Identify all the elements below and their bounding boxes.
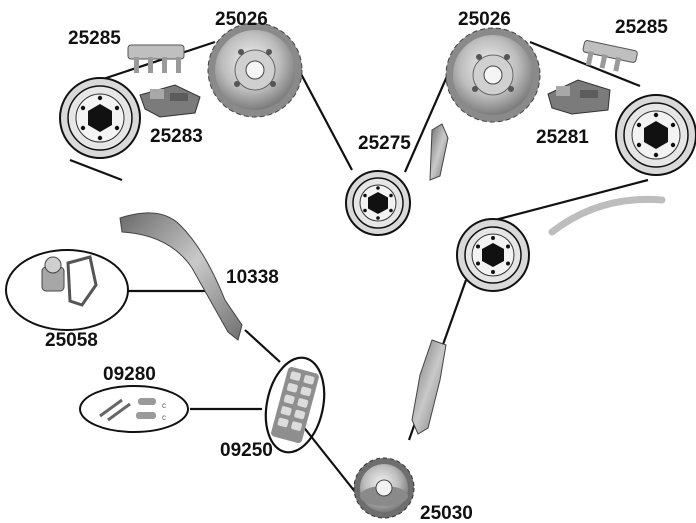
pulley-idler-icon xyxy=(456,218,530,292)
chain-callout xyxy=(264,356,326,454)
label-tensioner-unit: 25058 xyxy=(45,330,98,351)
tensioner-right-icon xyxy=(547,79,611,115)
tensioner-unit-icon xyxy=(41,255,98,307)
guide-rail-faint-icon xyxy=(548,195,666,236)
svg-text:c: c xyxy=(162,401,166,410)
link-kit-callout xyxy=(79,385,189,433)
guide-rail-right-icon xyxy=(411,339,447,435)
label-chain: 09250 xyxy=(220,440,273,461)
chain-icon xyxy=(271,366,319,444)
sprocket-left-icon xyxy=(207,22,303,118)
label-tensioner-right: 25281 xyxy=(536,127,589,148)
bracket-right-icon xyxy=(582,40,638,72)
crank-sprocket-icon xyxy=(353,457,415,519)
pulley-center-icon xyxy=(345,170,411,236)
center-guide-icon xyxy=(429,123,449,181)
label-tensioner-rail: 10338 xyxy=(226,267,279,288)
label-sprocket-right: 25026 xyxy=(458,9,511,30)
svg-text:c: c xyxy=(162,413,166,422)
label-tensioner-left: 25283 xyxy=(150,126,203,147)
sprocket-right-icon xyxy=(445,27,541,123)
tensioner-rail-icon xyxy=(119,212,243,341)
label-crank-sprocket: 25030 xyxy=(420,503,473,523)
bracket-left-icon xyxy=(127,44,185,73)
tensioner-unit-callout xyxy=(5,249,129,331)
part-labels: 25026 25026 25285 25285 25283 25281 2527… xyxy=(45,9,668,523)
pulley-right-icon xyxy=(615,94,696,176)
label-bracket-top-right: 25285 xyxy=(615,17,668,38)
label-center-guide: 25275 xyxy=(358,133,411,154)
label-sprocket-left: 25026 xyxy=(215,9,268,30)
tensioner-left-icon xyxy=(139,84,201,118)
link-pins-icon: c c xyxy=(99,398,166,422)
pulley-left-icon xyxy=(59,77,141,159)
label-bracket-top-left: 25285 xyxy=(68,28,121,49)
label-link-kit: 09280 xyxy=(103,364,156,385)
